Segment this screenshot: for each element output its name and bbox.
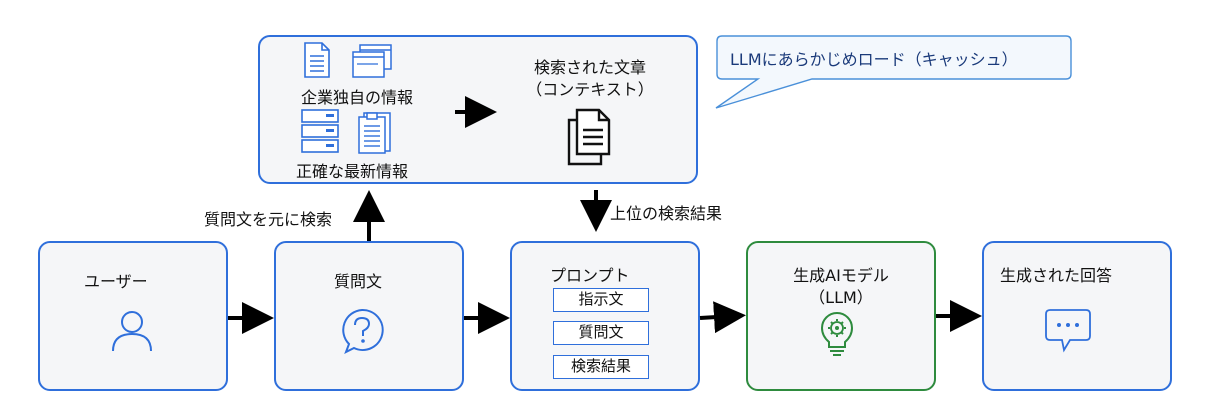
model-label: 生成AIモデル <box>793 266 889 285</box>
document-icon <box>304 42 330 78</box>
search-edge-label: 質問文を元に検索 <box>204 210 333 229</box>
documents-icon <box>567 108 611 166</box>
retrieved-text-title: 検索された文章 <box>533 58 646 77</box>
arrow-prompt-to-model <box>699 301 746 334</box>
question-icon <box>342 308 384 354</box>
server-icon <box>301 109 339 153</box>
model-node <box>746 241 936 391</box>
top-results-edge-label: 上位の検索結果 <box>610 204 723 223</box>
model-label-sub: （LLM） <box>809 288 873 307</box>
corporate-info-label: 企業独自の情報 <box>301 88 414 107</box>
question-label: 質問文 <box>334 272 383 291</box>
clipboard-icon <box>358 112 391 154</box>
user-node <box>38 241 228 391</box>
callout-text: LLMにあらかじめロード（キャッシュ） <box>730 50 1018 69</box>
chat-bubble-icon <box>1045 309 1091 353</box>
prompt-item-results: 検索結果 <box>553 355 649 379</box>
user-label: ユーザー <box>84 272 148 291</box>
prompt-item-instruction: 指示文 <box>553 288 649 312</box>
answer-node <box>982 241 1172 391</box>
answer-label: 生成された回答 <box>1000 266 1113 285</box>
prompt-label: プロンプト <box>550 266 630 285</box>
lightbulb-gear-icon <box>820 312 854 356</box>
person-icon <box>112 311 152 352</box>
prompt-item-question: 質問文 <box>553 321 649 345</box>
latest-info-label: 正確な最新情報 <box>296 162 409 181</box>
question-node <box>274 241 464 391</box>
retrieved-text-subtitle: （コンテキスト） <box>526 80 654 99</box>
browser-window-icon <box>352 44 392 78</box>
